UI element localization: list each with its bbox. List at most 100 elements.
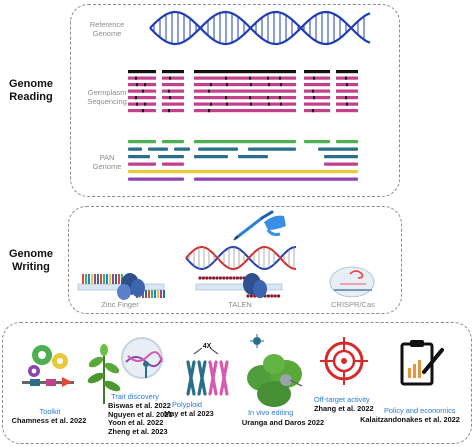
germplasm-sequencing-line2: Sequencing bbox=[87, 97, 127, 106]
genome-reading-panel bbox=[70, 4, 400, 197]
talen-bead bbox=[232, 276, 236, 280]
talen-bead bbox=[235, 276, 239, 280]
zinc-finger-bar bbox=[100, 274, 102, 284]
talen-bead bbox=[218, 276, 222, 280]
zinc-finger-bar bbox=[103, 274, 105, 284]
germplasm-variant bbox=[345, 96, 347, 100]
germplasm-variant bbox=[169, 76, 171, 80]
germplasm-variant bbox=[142, 109, 144, 113]
zinc-finger-bar bbox=[115, 274, 117, 284]
leaf-icon bbox=[247, 354, 303, 407]
germplasm-variant bbox=[142, 89, 144, 93]
germplasm-segment bbox=[162, 83, 184, 87]
helix-strand-a bbox=[149, 10, 371, 46]
invivo-ref-1: Uranga and Daros 2022 bbox=[241, 418, 325, 427]
zinc-finger-bar bbox=[145, 290, 147, 298]
germplasm-variant bbox=[225, 76, 227, 80]
pan-segment bbox=[198, 147, 238, 151]
polyploid-ref-1: May et al 2023 bbox=[164, 409, 214, 418]
germplasm-variant bbox=[135, 96, 137, 100]
pan-segment bbox=[238, 155, 268, 159]
talen-bead bbox=[229, 276, 233, 280]
trait-ref-1: Biswas et al. 2022 bbox=[108, 401, 171, 410]
germplasm-segment bbox=[128, 96, 156, 100]
germplasm-segment bbox=[128, 70, 156, 74]
zinc-finger-bar bbox=[154, 290, 156, 298]
talen-bead bbox=[277, 294, 281, 298]
germplasm-variant bbox=[168, 89, 170, 93]
germplasm-variant bbox=[312, 109, 314, 113]
pan-segment bbox=[248, 147, 296, 151]
germplasm-segment bbox=[304, 109, 330, 113]
chromosome bbox=[186, 360, 196, 396]
germplasm-segment bbox=[304, 96, 330, 100]
germplasm-segment bbox=[336, 70, 358, 74]
germplasm-segment bbox=[304, 102, 330, 106]
talen-bead bbox=[273, 294, 277, 298]
talen-bead bbox=[239, 276, 243, 280]
talen-bead bbox=[249, 294, 253, 298]
germplasm-variant bbox=[249, 96, 251, 100]
talen-label: TALEN bbox=[228, 300, 252, 309]
germplasm-segment bbox=[162, 96, 184, 100]
germplasm-segment bbox=[162, 102, 184, 106]
genome-reading-label-line2: Reading bbox=[9, 91, 53, 103]
germplasm-variant bbox=[313, 76, 315, 80]
germplasm-variant bbox=[136, 83, 138, 87]
helix-strand-b bbox=[149, 10, 371, 46]
germplasm-variant bbox=[210, 102, 212, 106]
toolkit-ref-1: Chamness et al. 2022 bbox=[11, 416, 87, 425]
zinc-finger-bar bbox=[85, 274, 87, 284]
editing-helix-icon bbox=[185, 245, 297, 271]
germplasm-segment bbox=[162, 89, 184, 93]
pan-segment bbox=[174, 147, 190, 151]
germplasm-variant bbox=[267, 96, 269, 100]
chromosome bbox=[208, 360, 218, 396]
germplasm-segment bbox=[304, 83, 330, 87]
germplasm-segment bbox=[162, 70, 184, 74]
germplasm-segment bbox=[128, 83, 156, 87]
pan-segment bbox=[128, 170, 358, 174]
germplasm-segment bbox=[194, 109, 296, 113]
germplasm-variant bbox=[144, 102, 146, 106]
germplasm-variant bbox=[279, 96, 281, 100]
pan-segment bbox=[128, 140, 156, 144]
chromosomes-icon bbox=[186, 347, 229, 396]
reference-genome-line1: Reference bbox=[89, 20, 125, 29]
reference-genome-label: Reference Genome bbox=[78, 20, 136, 38]
hand-pen-icon bbox=[233, 210, 286, 241]
germplasm-segment bbox=[194, 96, 296, 100]
dna-helix-icon bbox=[149, 10, 371, 46]
zinc-finger-bar bbox=[97, 274, 99, 284]
germplasm-segment bbox=[162, 76, 184, 80]
talen-bead bbox=[222, 276, 226, 280]
virus-icon bbox=[250, 334, 264, 348]
pan-segment bbox=[162, 162, 184, 166]
talen-bead bbox=[246, 294, 250, 298]
germplasm-variant bbox=[268, 102, 270, 106]
talen-bead bbox=[225, 276, 229, 280]
pan-segment bbox=[128, 147, 142, 151]
genome-reading-label-line1: Genome bbox=[8, 78, 53, 90]
pan-genome-label: PAN Genome bbox=[78, 153, 136, 171]
talen-bead bbox=[198, 276, 202, 280]
plant-icon bbox=[87, 344, 121, 404]
germplasm-variant bbox=[169, 96, 171, 100]
target-icon bbox=[320, 337, 368, 385]
crispr-cas-label: CRISPR/Cas bbox=[331, 300, 375, 309]
pan-segment bbox=[336, 140, 358, 144]
germplasm-variant bbox=[250, 83, 252, 87]
germplasm-variant bbox=[226, 83, 228, 87]
germplasm-segment bbox=[194, 102, 296, 106]
zinc-finger-icon bbox=[77, 273, 165, 300]
genome-writing-panel bbox=[68, 206, 402, 314]
zinc-finger-bar bbox=[160, 290, 162, 298]
policy-title: Policy and economics bbox=[384, 406, 456, 415]
pan-segment bbox=[194, 140, 296, 144]
germplasm-variant bbox=[267, 76, 269, 80]
germplasm-segment bbox=[304, 76, 330, 80]
germplasm-sequencing-line1: Germplasm bbox=[87, 88, 127, 97]
genome-writing-label: Genome Writing bbox=[0, 248, 62, 274]
genome-writing-label-line1: Genome bbox=[8, 248, 53, 260]
toolkit-title: Toolkit bbox=[39, 407, 61, 416]
